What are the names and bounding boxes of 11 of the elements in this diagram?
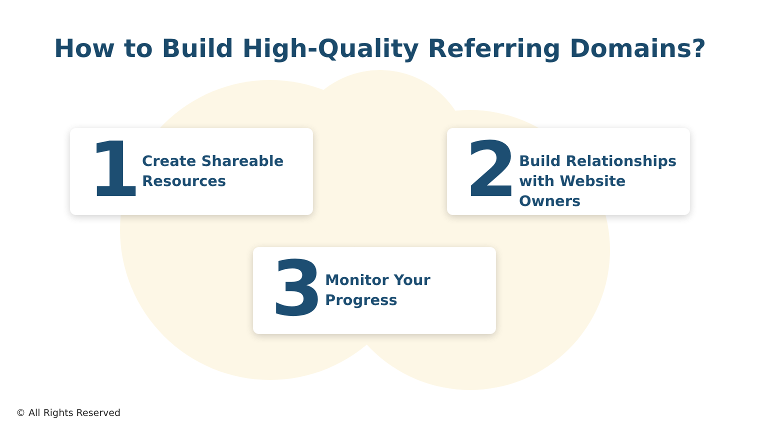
step-number: 3 [271,249,324,329]
step-number: 2 [465,130,518,210]
step-card [447,128,690,215]
step-card [70,128,313,215]
step-text: Create Shareable Resources [142,153,285,192]
step-text: Build Relationships with Website Owners [519,153,678,212]
step-card [253,247,496,334]
copyright-note: © All Rights Reserved [16,408,121,419]
step-number: 1 [88,130,141,210]
step-text: Monitor Your Progress [325,272,432,311]
title: How to Build High-Quality Referring Domains? [54,34,706,63]
